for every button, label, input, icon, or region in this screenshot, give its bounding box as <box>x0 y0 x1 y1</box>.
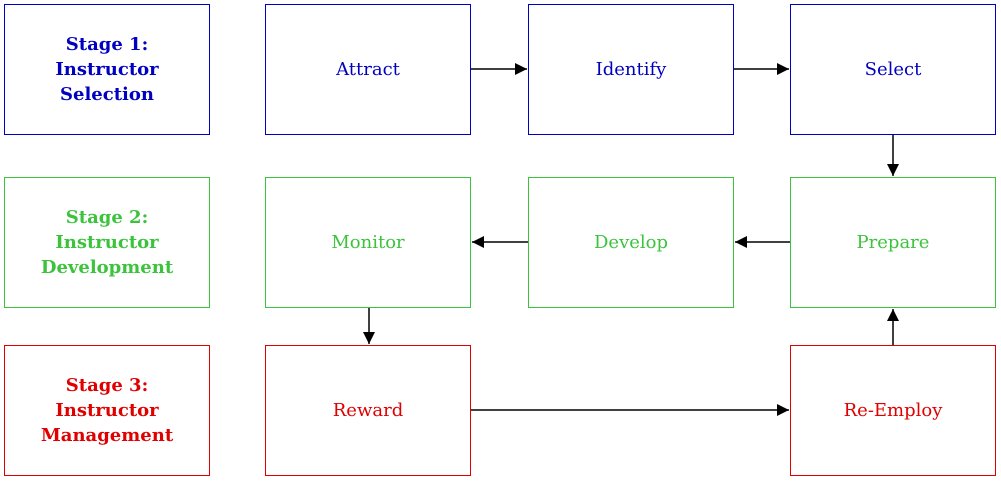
stage-1-label: Stage 1: Instructor Selection <box>55 34 159 105</box>
stage-2-label: Stage 2: Instructor Development <box>40 207 174 278</box>
step-reemploy: Re-Employ <box>790 345 996 476</box>
stage-3-label: Stage 3: Instructor Management <box>40 375 174 446</box>
step-monitor-label: Monitor <box>331 232 405 253</box>
step-select-label: Select <box>864 59 922 80</box>
step-attract-label: Attract <box>336 59 400 80</box>
stage-3-box: Stage 3: Instructor Management <box>4 345 210 476</box>
step-reward-label: Reward <box>332 400 404 421</box>
step-develop-label: Develop <box>593 232 669 253</box>
step-identify: Identify <box>528 4 734 135</box>
step-prepare: Prepare <box>790 177 996 308</box>
step-develop: Develop <box>528 177 734 308</box>
step-attract: Attract <box>265 4 471 135</box>
step-select: Select <box>790 4 996 135</box>
stage-1-box: Stage 1: Instructor Selection <box>4 4 210 135</box>
stage-2-box: Stage 2: Instructor Development <box>4 177 210 308</box>
step-reward: Reward <box>265 345 471 476</box>
step-monitor: Monitor <box>265 177 471 308</box>
step-identify-label: Identify <box>595 59 667 80</box>
step-prepare-label: Prepare <box>856 232 930 253</box>
step-reemploy-label: Re-Employ <box>843 400 943 421</box>
